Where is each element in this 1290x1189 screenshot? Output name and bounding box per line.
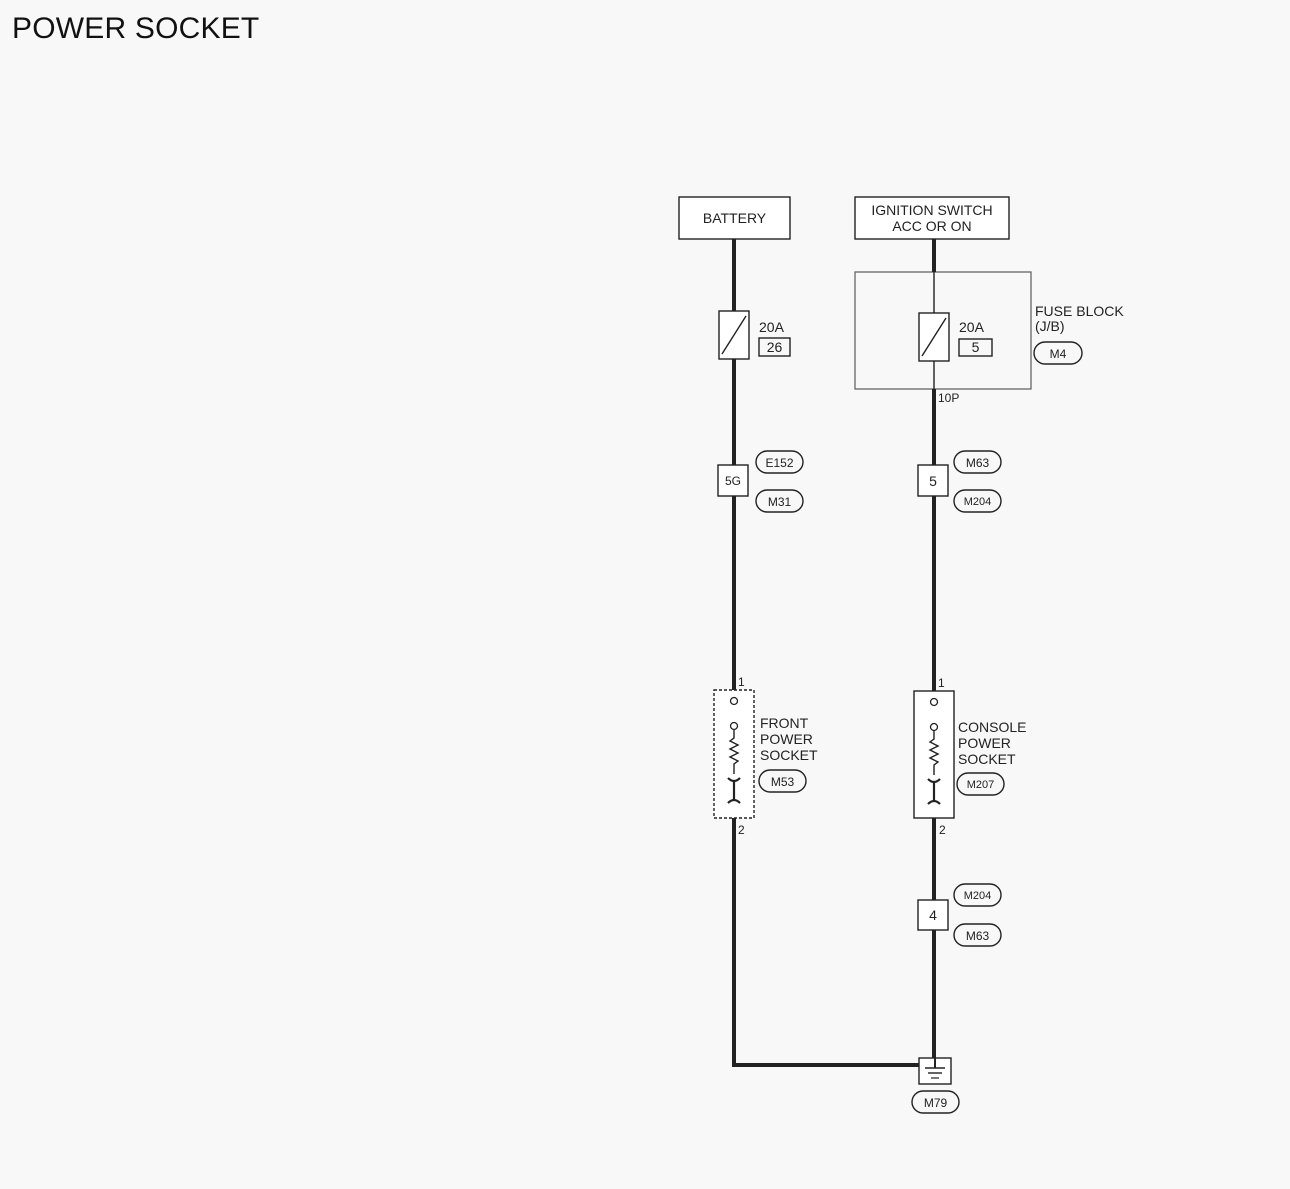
- junction-right-lower-terminal: 4: [929, 907, 937, 923]
- console-socket-connector: M207: [967, 779, 995, 791]
- console-power-socket: 1 2 CONSOLE POWER SOCKET M207: [913, 676, 1026, 837]
- front-socket-pin-top: 1: [738, 675, 745, 689]
- front-socket-label-3: SOCKET: [760, 747, 818, 763]
- fuse-block-pin: 10P: [938, 391, 959, 405]
- junction-left-connector-bottom: M31: [768, 495, 792, 509]
- front-socket-connector: M53: [771, 775, 795, 789]
- junction-right-lower-connector-bottom: M63: [966, 929, 990, 943]
- console-socket-pin-bottom: 2: [939, 823, 946, 837]
- ignition-switch-box: IGNITION SWITCH ACC OR ON: [854, 196, 1010, 240]
- junction-right-lower: 4 M204 M63: [917, 883, 1002, 947]
- junction-left: 5G E152 M31: [717, 450, 804, 513]
- front-power-socket: 1 2 FRONT POWER SOCKET M53: [713, 675, 818, 837]
- wire-battery-to-ground: [732, 239, 934, 1067]
- fuse-block-label-2: (J/B): [1035, 318, 1065, 334]
- fuse-block: FUSE BLOCK (J/B) M4 10P: [854, 271, 1124, 405]
- fuse-right-rating: 20A: [959, 319, 985, 335]
- front-socket-label-2: POWER: [760, 731, 813, 747]
- fuse-block-connector: M4: [1050, 347, 1067, 361]
- junction-right-upper: 5 M63 M204: [917, 450, 1002, 513]
- ignition-switch-label-1: IGNITION SWITCH: [871, 202, 992, 218]
- junction-left-connector-top: E152: [765, 456, 793, 470]
- junction-right-upper-connector-bottom: M204: [964, 496, 992, 508]
- ground-connector: M79: [924, 1096, 948, 1110]
- page-title: POWER SOCKET: [12, 12, 260, 45]
- battery-box: BATTERY: [678, 196, 791, 240]
- fuse-block-label-1: FUSE BLOCK: [1035, 303, 1124, 319]
- console-socket-label-1: CONSOLE: [958, 719, 1026, 735]
- ignition-switch-label-2: ACC OR ON: [892, 218, 971, 234]
- fuse-left-number: 26: [767, 339, 783, 355]
- junction-right-upper-connector-top: M63: [966, 456, 990, 470]
- fuse-right-number: 5: [972, 339, 980, 355]
- junction-left-terminal: 5G: [725, 474, 741, 488]
- fuse-left: 20A 26: [718, 310, 791, 360]
- fuse-right: 20A 5: [918, 312, 993, 362]
- console-socket-label-2: POWER: [958, 735, 1011, 751]
- junction-right-upper-terminal: 5: [929, 473, 937, 489]
- ground-point: M79: [911, 1057, 960, 1114]
- console-socket-label-3: SOCKET: [958, 751, 1016, 767]
- battery-label: BATTERY: [703, 210, 767, 226]
- fuse-left-rating: 20A: [759, 319, 785, 335]
- junction-right-lower-connector-top: M204: [964, 890, 992, 902]
- front-socket-label-1: FRONT: [760, 715, 809, 731]
- console-socket-pin-top: 1: [938, 676, 945, 690]
- front-socket-pin-bottom: 2: [738, 823, 745, 837]
